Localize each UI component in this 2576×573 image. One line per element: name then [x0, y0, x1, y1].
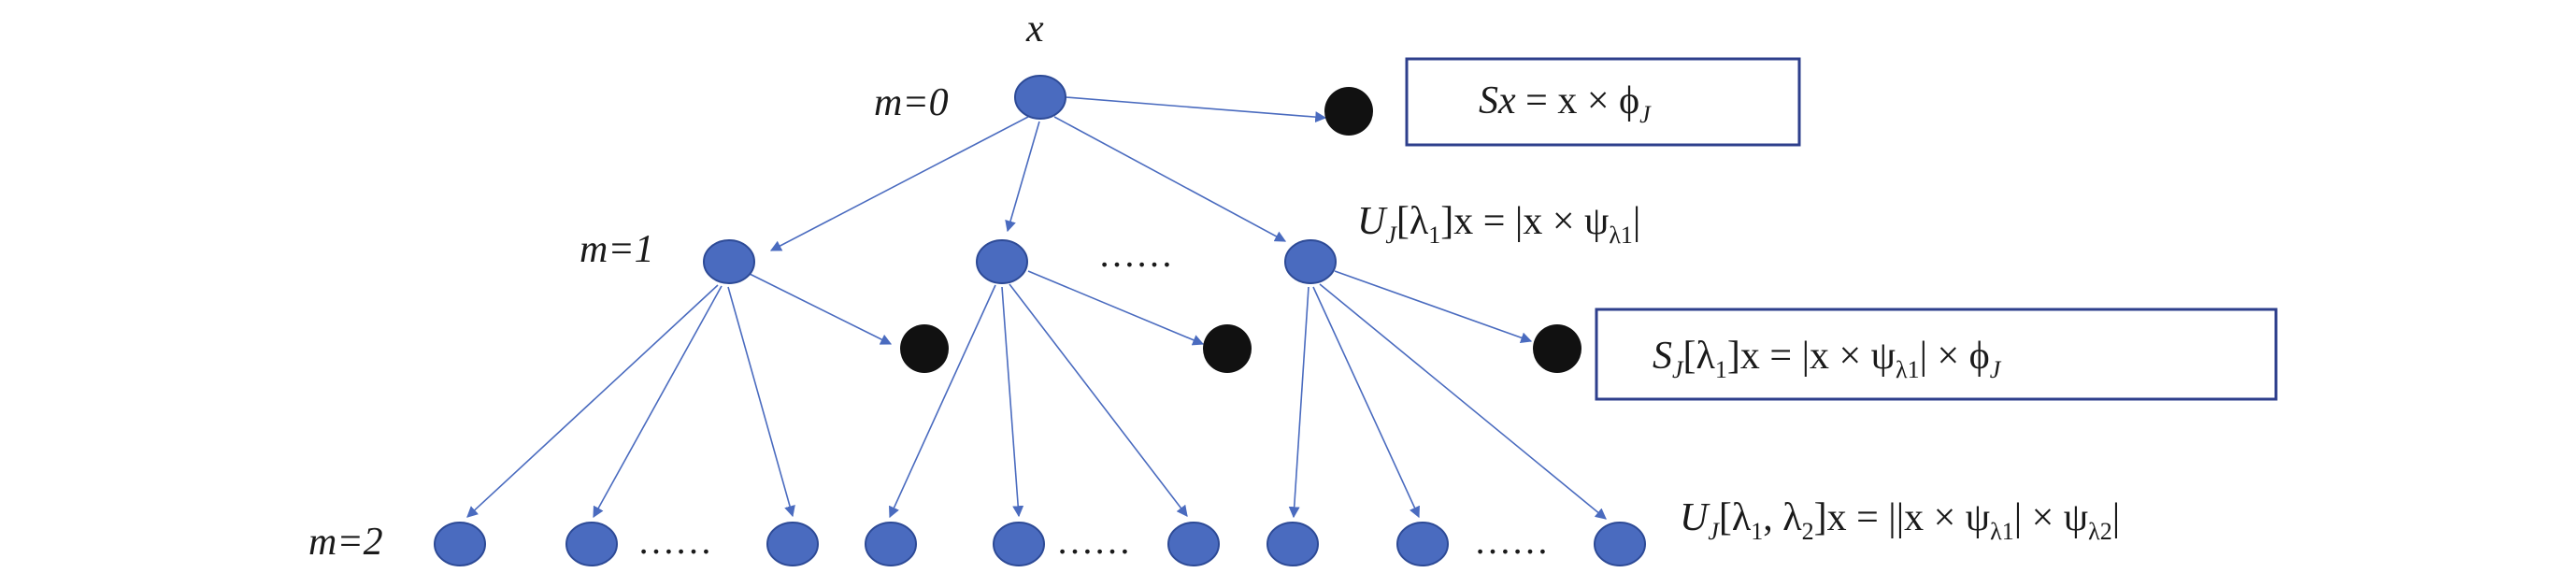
level2-node [993, 522, 1045, 566]
level2-node [565, 522, 618, 566]
root-variable-label: x [1025, 7, 1044, 50]
output-node-level1-b [1203, 324, 1252, 373]
level1-node-a [703, 239, 755, 284]
level2-node [1267, 522, 1319, 566]
level2-node [865, 522, 917, 566]
edges-level0 [769, 96, 1327, 251]
output-node-level1-c [1533, 324, 1581, 373]
level2-node [1167, 522, 1220, 566]
formula-s1: SJ[λ1]x = |x × ψλ1| × ϕJ [1653, 335, 2002, 383]
level2-node [434, 522, 486, 566]
level2-label: m=2 [308, 521, 383, 564]
level0-label: m=0 [874, 81, 949, 124]
formula-box-level1 [1595, 308, 2278, 401]
level1-node-c [1284, 239, 1337, 284]
level2-node [766, 522, 819, 566]
formula-u2: UJ[λ1, λ2]x = ||x × ψλ1| × ψλ2| [1680, 496, 2120, 545]
output-node-level1-a [900, 324, 949, 373]
ellipsis-level1: …… [1098, 233, 1173, 275]
level2-node [1594, 522, 1646, 566]
edges-level1-c [1288, 270, 1607, 520]
edges-level1-a [466, 272, 893, 519]
ellipsis-level2-a: …… [637, 520, 712, 562]
level1-node-b [976, 239, 1028, 284]
edges-level1-b [889, 270, 1205, 519]
ellipsis-level2-b: …… [1056, 520, 1131, 562]
level1-label: m=1 [580, 228, 654, 271]
output-node-level0 [1324, 87, 1373, 136]
ellipsis-level2-c: …… [1474, 520, 1549, 562]
formula-box-level0 [1405, 57, 1801, 147]
formula-sx: Sx = x × ϕJ [1479, 79, 1652, 128]
root-node [1014, 75, 1066, 120]
level2-node [1396, 522, 1449, 566]
formula-u1: UJ[λ1]x = |x × ψλ1| [1357, 200, 1640, 249]
